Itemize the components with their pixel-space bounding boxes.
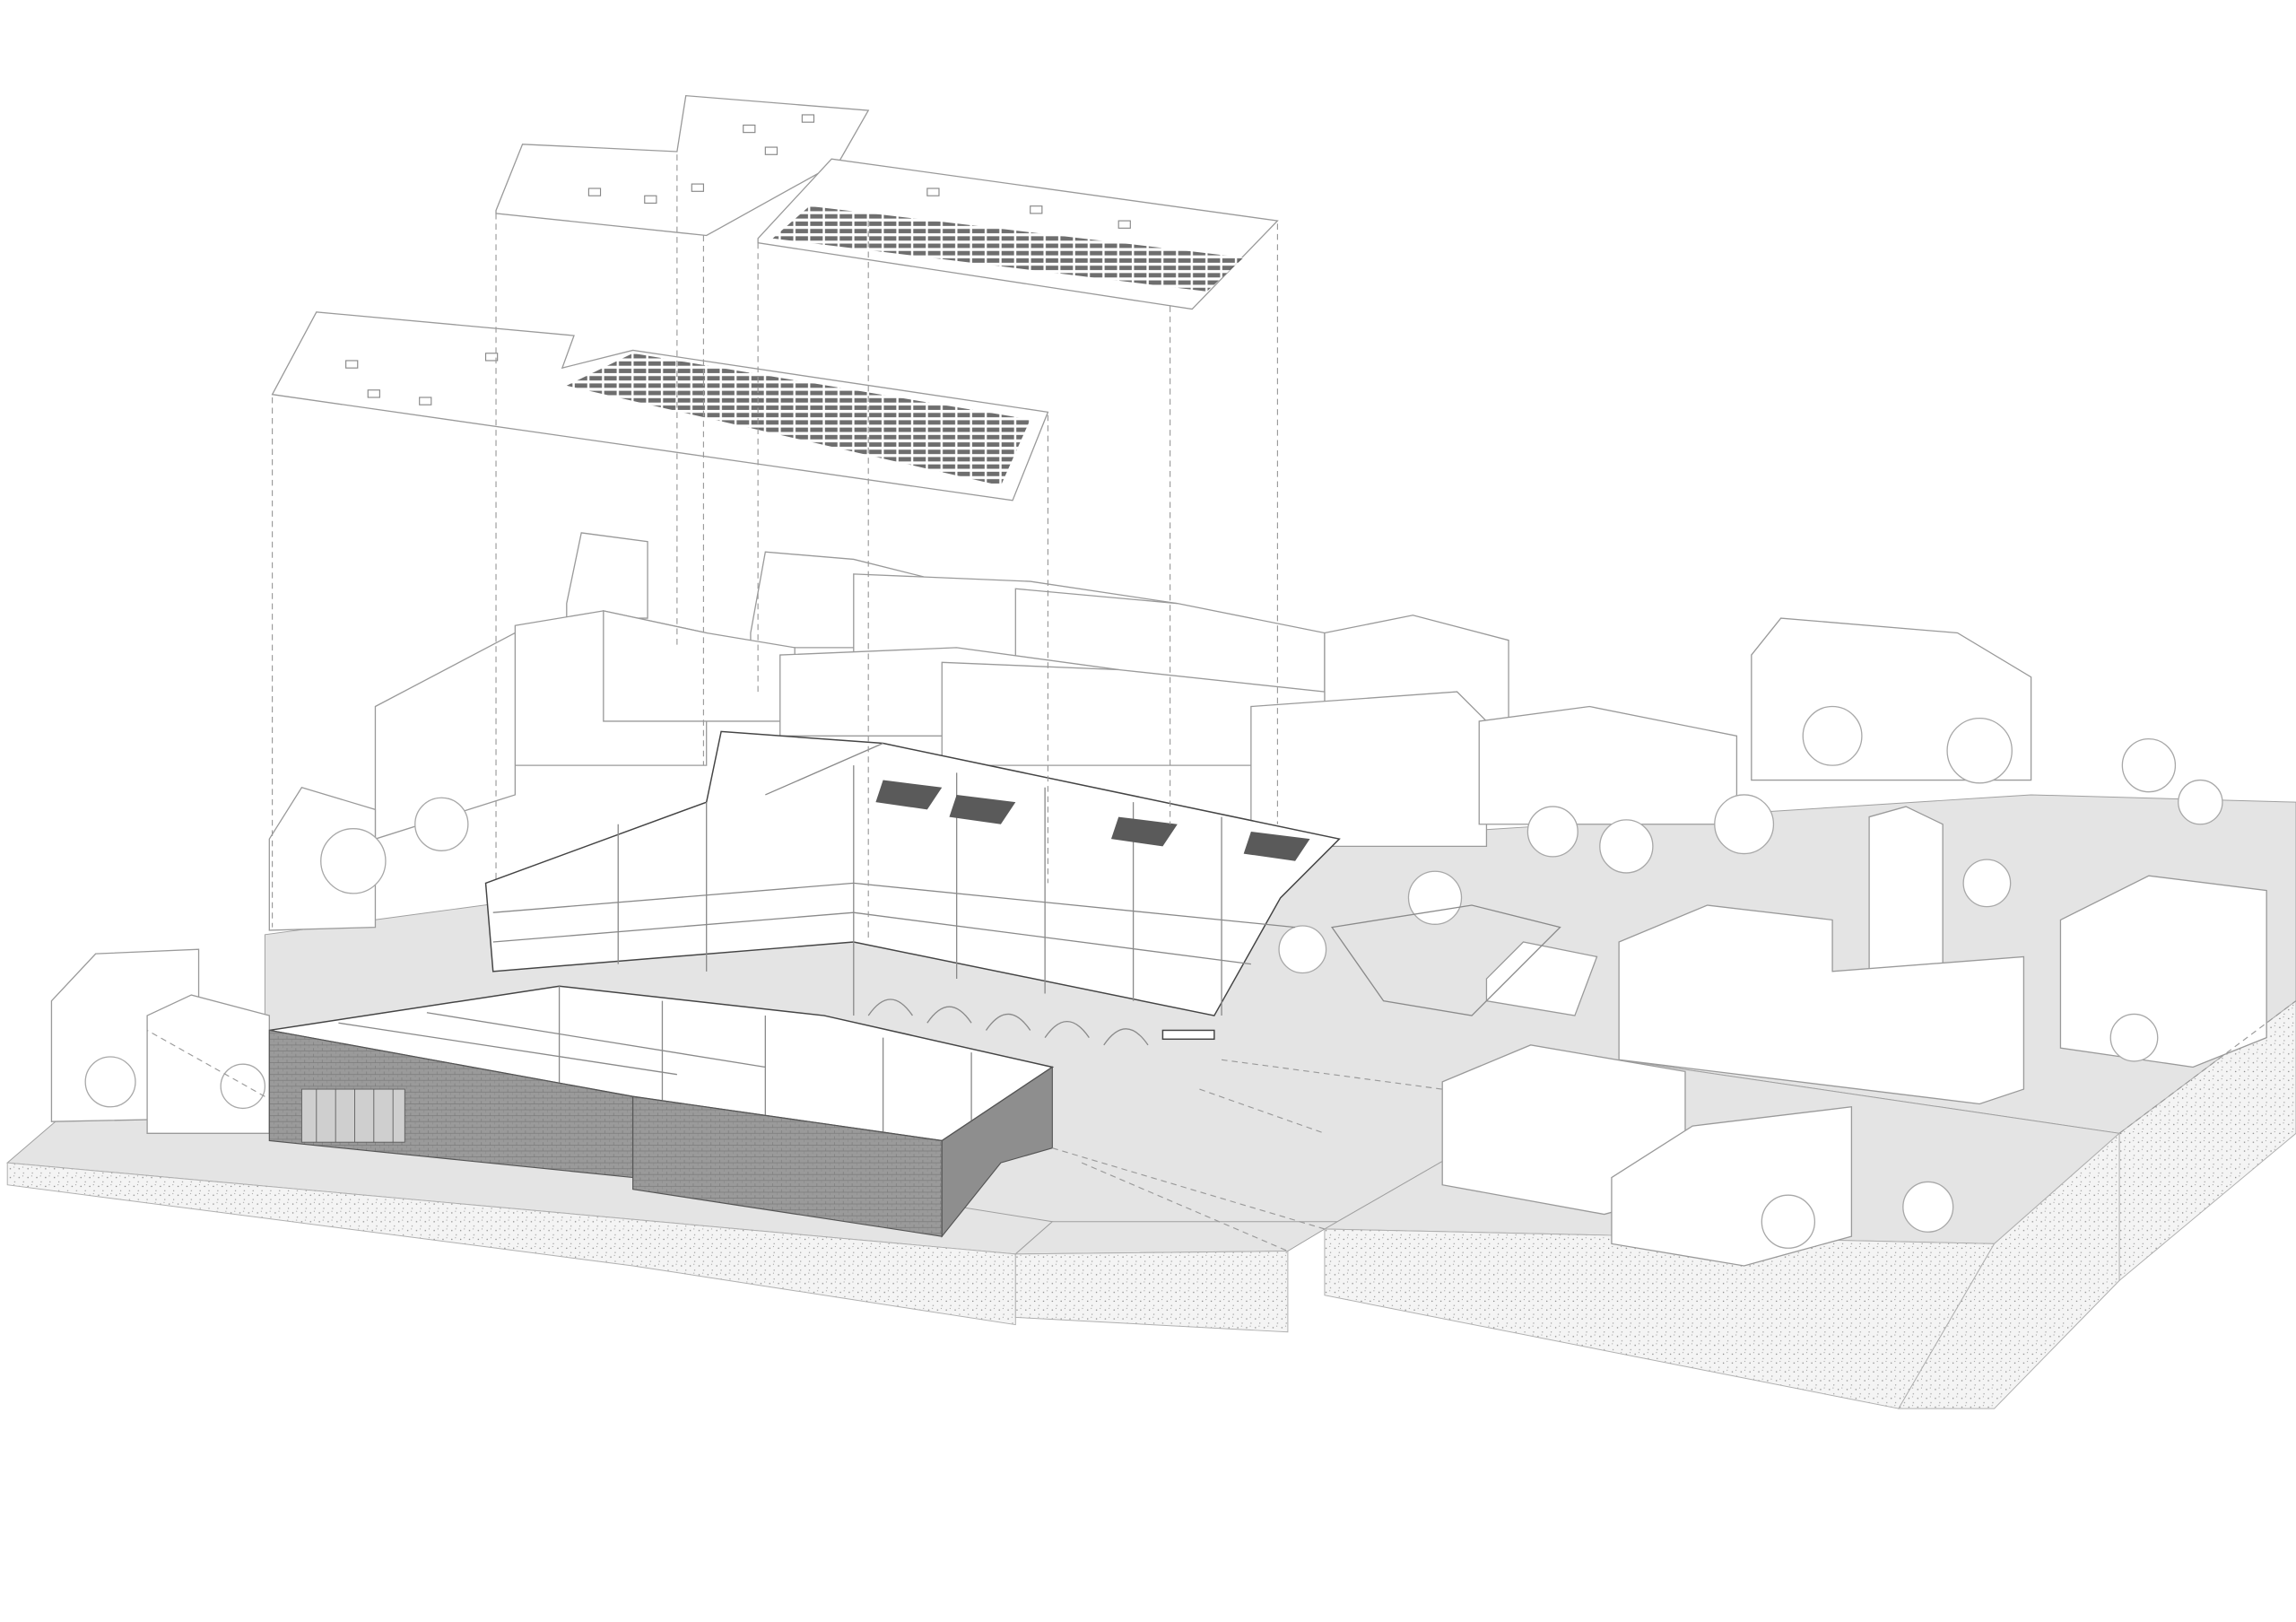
projection-lines [146,154,2296,1252]
ground-floor-arches [867,998,1149,1046]
tree [1902,1181,1954,1233]
tree [414,797,469,851]
middle-soil-block [1014,1251,1289,1333]
roof-plate-upper-left [495,94,870,237]
left-soil-block [6,1162,1016,1326]
tree [320,828,387,894]
right-soil-block [1324,1228,1996,1409]
playground [1330,904,1598,1016]
tree [1962,859,2012,908]
central-building [484,730,1341,1046]
middle-ground-block [1013,1221,1354,1255]
tree [2109,1013,2159,1062]
tree [2178,779,2223,825]
tree [1599,819,1654,874]
tree [2121,737,2177,793]
solar-panels-upper [772,205,1244,292]
tree [1761,1194,1816,1249]
tree [84,1056,136,1108]
tree [1946,717,2013,784]
tree [1526,806,1578,858]
solar-panels-lower [566,353,1031,486]
skylights [345,114,1131,406]
tree [1802,705,1863,766]
tree [1407,870,1463,925]
tree [1714,794,1775,855]
front-brick-building [268,985,1055,1238]
context-buildings [50,532,2267,1267]
right-soil-side [1898,1132,2120,1409]
tree [220,1063,266,1110]
roof-plates [271,94,1279,501]
tree [1278,925,1327,974]
